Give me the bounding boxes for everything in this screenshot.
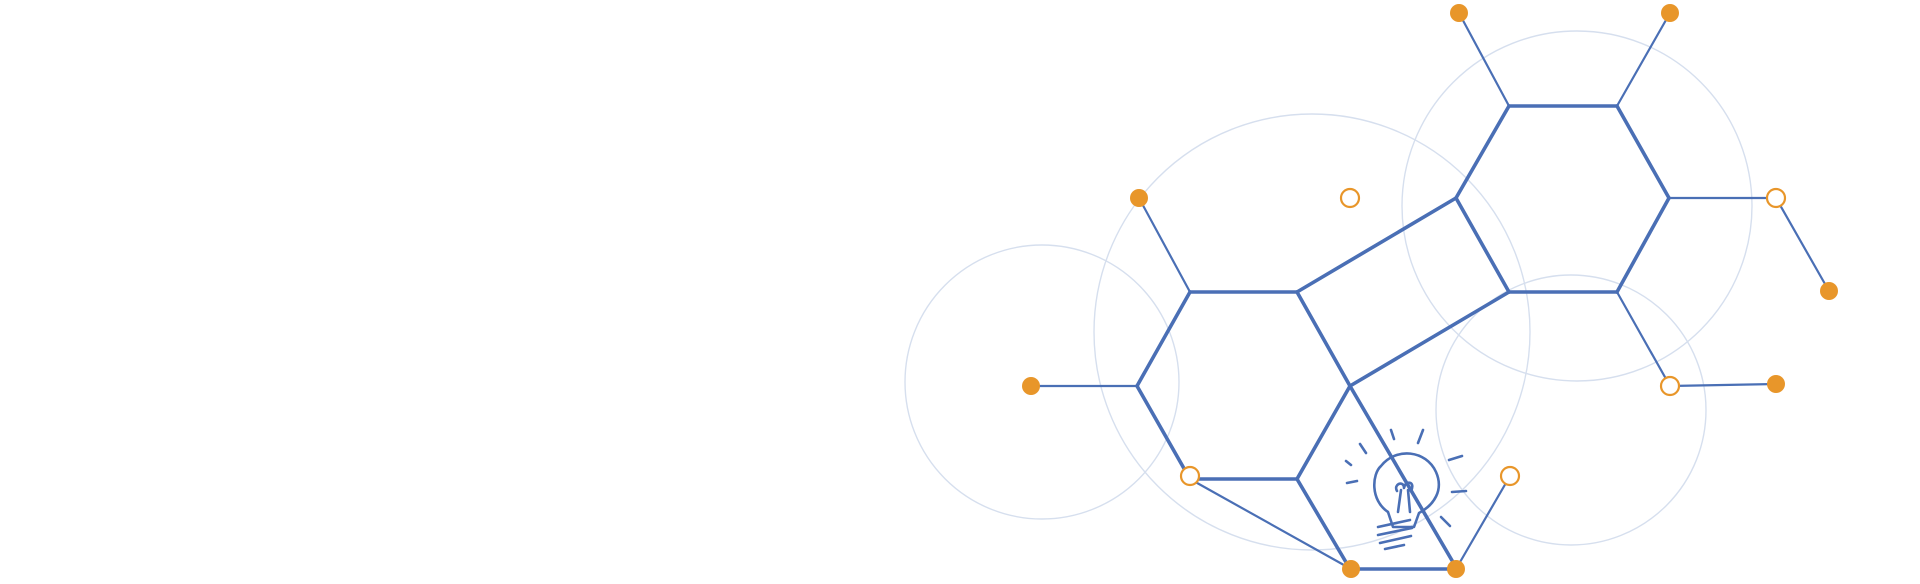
atom-node: [1342, 560, 1360, 578]
bulb-ray: [1450, 489, 1468, 494]
bond-stub: [1295, 477, 1352, 571]
guide-circles: [904, 30, 1753, 551]
bond: [1615, 104, 1671, 200]
bond: [1348, 290, 1511, 388]
atom-node: [1820, 282, 1838, 300]
guide-circle: [904, 244, 1180, 520]
atom-open-node: [1659, 375, 1681, 397]
bond-stub: [1454, 474, 1512, 571]
atom-node: [1447, 560, 1465, 578]
bulb-ray: [1416, 428, 1425, 445]
bulb-base: [1376, 518, 1414, 551]
atom-node: [1767, 375, 1785, 393]
bond-stub: [1668, 382, 1778, 388]
atom-node: [1661, 4, 1679, 22]
bond-stub: [1615, 11, 1672, 108]
bond: [1295, 384, 1352, 481]
bond: [1348, 384, 1459, 571]
bulb-glass: [1373, 452, 1441, 529]
guide-circle: [1435, 274, 1707, 546]
bond-stub: [1188, 477, 1353, 571]
lightbulb-icon: [1344, 428, 1468, 551]
atom-open-node: [1499, 465, 1521, 487]
bond: [1615, 196, 1671, 294]
bond-stub: [1457, 11, 1511, 108]
bulb-ray: [1358, 442, 1368, 455]
bulb-ray: [1447, 454, 1464, 462]
bonds: [1029, 11, 1831, 571]
atom-open-node: [1765, 187, 1787, 209]
bond: [1135, 384, 1192, 481]
bond-stub: [1774, 196, 1831, 293]
atom-open-node: [1339, 187, 1361, 209]
bond: [1454, 196, 1511, 294]
bulb-ray: [1389, 428, 1396, 441]
atom-node: [1450, 4, 1468, 22]
guide-circle: [1093, 113, 1531, 551]
atom-open-node: [1179, 465, 1201, 487]
bond: [1295, 196, 1458, 294]
bulb-ray: [1439, 515, 1452, 528]
bond: [1135, 290, 1192, 388]
bond: [1454, 104, 1511, 200]
bond: [1295, 290, 1352, 388]
atoms: [1022, 4, 1838, 578]
bond-stub: [1615, 290, 1672, 388]
bond-stub: [1137, 196, 1192, 294]
bulb-ray: [1345, 479, 1359, 485]
bulb-ray: [1344, 459, 1353, 467]
bulb-filament: [1394, 481, 1414, 514]
atom-node: [1022, 377, 1040, 395]
atom-node: [1130, 189, 1148, 207]
guide-circle: [1401, 30, 1753, 382]
